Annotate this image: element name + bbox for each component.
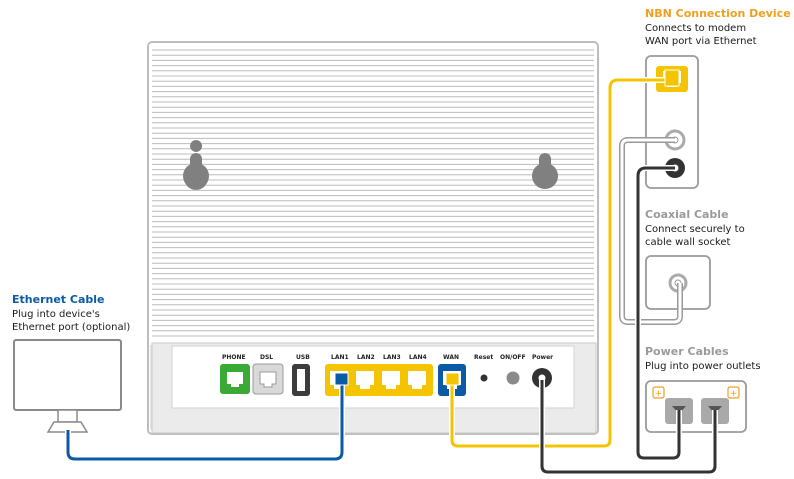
wan-plug bbox=[445, 372, 460, 386]
port-label-lan1: LAN1 bbox=[331, 354, 349, 361]
computer-monitor bbox=[13, 339, 122, 433]
ethernet-cable-desc-line2: Ethernet port (optional) bbox=[12, 322, 131, 333]
usb-port[interactable] bbox=[292, 364, 310, 396]
lan3-port[interactable] bbox=[382, 371, 400, 389]
lan4-port[interactable] bbox=[408, 371, 426, 389]
port-label-wan: WAN bbox=[443, 354, 459, 361]
ethernet-cable-desc-line1: Plug into device's bbox=[12, 309, 100, 320]
reset-button[interactable] bbox=[480, 374, 488, 382]
onoff-button[interactable] bbox=[506, 371, 520, 385]
lan1-plug bbox=[334, 372, 349, 386]
coax-cable-desc-line2: cable wall socket bbox=[645, 237, 731, 248]
power-cables-desc: Plug into power outlets bbox=[645, 361, 761, 372]
nbn-ethernet-cable bbox=[450, 78, 672, 448]
nbn-plug bbox=[664, 69, 680, 87]
power-cables-title: Power Cables bbox=[645, 345, 729, 358]
port-label-reset: Reset bbox=[474, 354, 493, 361]
modem bbox=[147, 41, 599, 435]
coax-cable-title: Coaxial Cable bbox=[645, 208, 729, 221]
port-label-dsl: DSL bbox=[260, 354, 273, 361]
modem-vents bbox=[152, 49, 594, 337]
power-outlet: + + bbox=[645, 380, 747, 433]
port-label-onoff: ON/OFF bbox=[500, 354, 526, 361]
nbn-device-title: NBN Connection Device bbox=[645, 7, 791, 20]
port-label-lan2: LAN2 bbox=[357, 354, 375, 361]
dsl-port[interactable] bbox=[252, 363, 284, 395]
port-label-lan4: LAN4 bbox=[409, 354, 427, 361]
ethernet-cable-title: Ethernet Cable bbox=[12, 293, 105, 306]
lan2-port[interactable] bbox=[356, 371, 374, 389]
outlet-switch-right-icon: + bbox=[730, 389, 738, 399]
outlet-switch-left-icon: + bbox=[655, 389, 663, 399]
modem-power-cable bbox=[540, 380, 717, 474]
ethernet-cable bbox=[66, 380, 344, 461]
nbn-power-cable bbox=[636, 166, 681, 460]
port-label-power: Power bbox=[532, 354, 553, 361]
coaxial-cable bbox=[620, 138, 682, 324]
nbn-connection-device bbox=[645, 55, 699, 189]
wall-mount-hole-left-shape bbox=[183, 153, 209, 189]
power-port[interactable] bbox=[532, 368, 552, 388]
nbn-device-desc-line1: Connects to modem bbox=[645, 23, 747, 34]
coax-cable-desc-line1: Connect securely to bbox=[645, 224, 745, 235]
outlet-switch-right[interactable] bbox=[727, 386, 740, 399]
port-label-phone: PHONE bbox=[222, 354, 246, 361]
wall-mount-hole-right bbox=[532, 153, 558, 189]
phone-port[interactable] bbox=[220, 364, 250, 394]
port-label-lan3: LAN3 bbox=[383, 354, 401, 361]
outlet-switch-left[interactable] bbox=[652, 386, 665, 399]
nbn-device-desc-line2: WAN port via Ethernet bbox=[645, 36, 757, 47]
port-label-usb: USB bbox=[296, 354, 310, 361]
